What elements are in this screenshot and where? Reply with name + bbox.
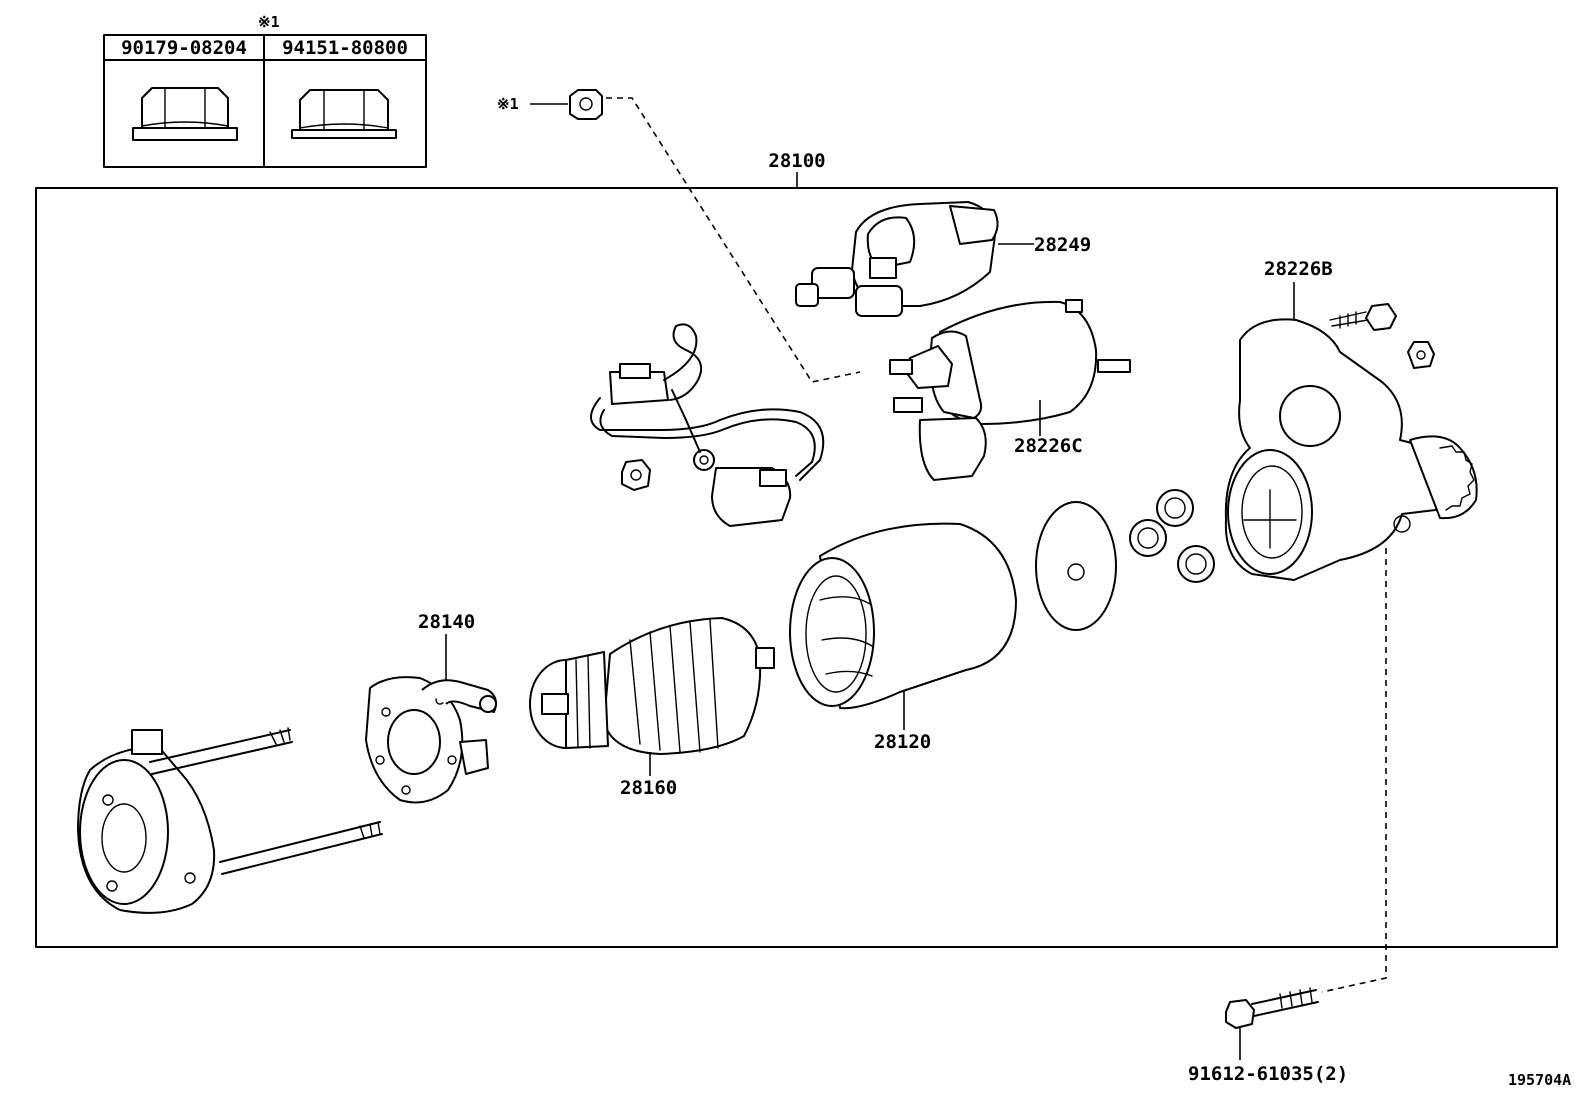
end-frame [77, 727, 383, 914]
housing-nut-icon [1407, 341, 1435, 369]
small-nut-icon-2 [621, 459, 651, 491]
through-bolt-label: 91612-61035(2) [1188, 1063, 1348, 1085]
housing-label: 28226B [1264, 258, 1333, 280]
magnetic-switch [889, 299, 1131, 481]
wire-harness [590, 323, 825, 527]
flange-nut-icon [132, 87, 238, 141]
assembly-label: 28100 [768, 150, 825, 172]
note-box-marker: ※1 [258, 13, 280, 31]
note-box: ※1 90179-08204 94151-80800 [103, 13, 427, 168]
planetary-gears [1129, 489, 1215, 583]
gear-plate [1035, 501, 1117, 631]
housing-bolt-icon [1329, 303, 1397, 331]
solenoid-switch-label: 28249 [1034, 234, 1091, 256]
armature [529, 617, 775, 776]
assembly-frame [35, 187, 1558, 948]
nut-marker-label: ※1 [497, 95, 519, 113]
brush-holder [365, 676, 497, 804]
armature-label: 28160 [620, 777, 677, 799]
brush-holder-label: 28140 [418, 611, 475, 633]
pinion-gear-icon [1439, 445, 1475, 511]
figure-id: 195704A [1508, 1071, 1571, 1089]
solenoid-switch [795, 201, 1034, 317]
note-box-col-2: 94151-80800 [282, 37, 408, 59]
yoke [789, 522, 1017, 730]
magnetic-switch-label: 28226C [1014, 435, 1083, 457]
marker-nut: ※1 [497, 89, 861, 383]
note-box-col-1: 90179-08204 [121, 37, 247, 59]
hex-nut-icon [291, 89, 397, 139]
yoke-label: 28120 [874, 731, 931, 753]
starter-housing [1224, 303, 1478, 581]
through-bolt [1225, 548, 1387, 1060]
small-nut-icon [569, 89, 603, 120]
